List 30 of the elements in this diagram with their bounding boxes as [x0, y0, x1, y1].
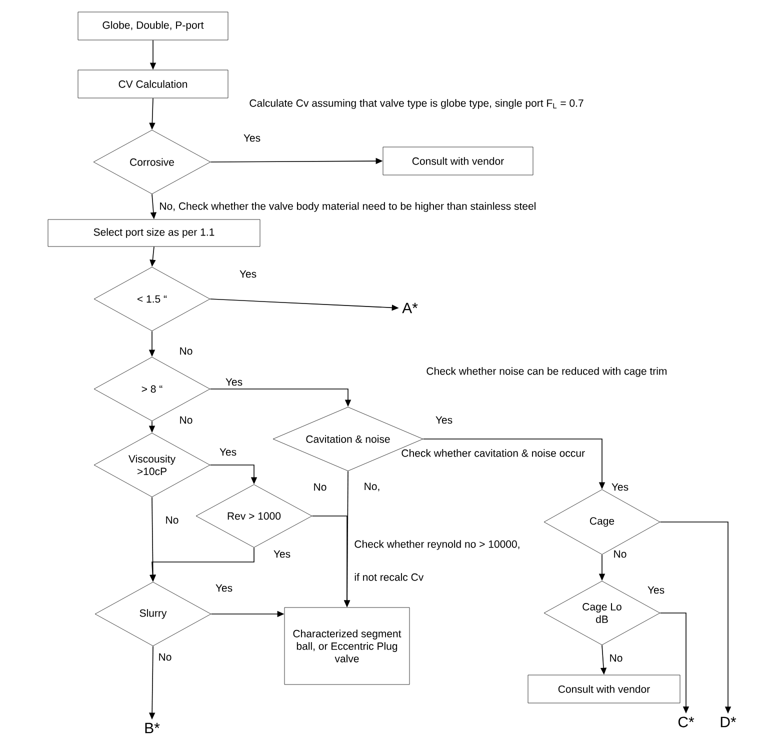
note-text: Calculate Cv assuming that valve type is globe type, single port F$_{L}$ = 0.7: [250, 99, 584, 109]
note-text: Check whether reynold no > 10000,: [354, 540, 520, 550]
edge-label: No: [164, 515, 180, 525]
connector-label: C*: [678, 716, 694, 728]
note-text: Yes: [612, 483, 628, 491]
edge-label: Yes: [238, 269, 258, 279]
connector-label: B*: [145, 722, 160, 734]
process-box: Consult with vendor: [528, 674, 680, 704]
note-text: Check whether cavitation & noise occur: [402, 449, 585, 457]
edge-label: No: [157, 652, 173, 662]
note-text: Check whether noise can be reduced with cage trim: [426, 367, 666, 377]
process-box: Characterized segment ball, or Eccentric Plug valve: [284, 607, 410, 685]
note-text: No,: [364, 482, 380, 492]
edge-label: No, Check whether the valve body material need to be higher than stainless steel: [158, 201, 538, 213]
process-box: Globe, Double, P-port: [78, 12, 228, 40]
connector-label: A*: [402, 302, 418, 314]
note-text: if not recalc Cv: [354, 573, 424, 581]
edge-label: No: [178, 346, 194, 356]
edge-label: Yes: [218, 447, 238, 457]
connector-label: D*: [720, 716, 736, 728]
edge-label: Yes: [224, 377, 244, 387]
edge-label: Yes: [214, 583, 234, 593]
edge-label: No: [608, 653, 624, 663]
edge-label: Yes: [272, 549, 292, 559]
process-box: Consult with vendor: [382, 146, 534, 176]
edge-label: Yes: [242, 133, 262, 143]
process-box: CV Calculation: [78, 70, 228, 98]
edge-label: No: [312, 482, 328, 492]
edge-label: Yes: [434, 415, 454, 425]
process-box: Select port size as per 1.1: [48, 219, 260, 247]
